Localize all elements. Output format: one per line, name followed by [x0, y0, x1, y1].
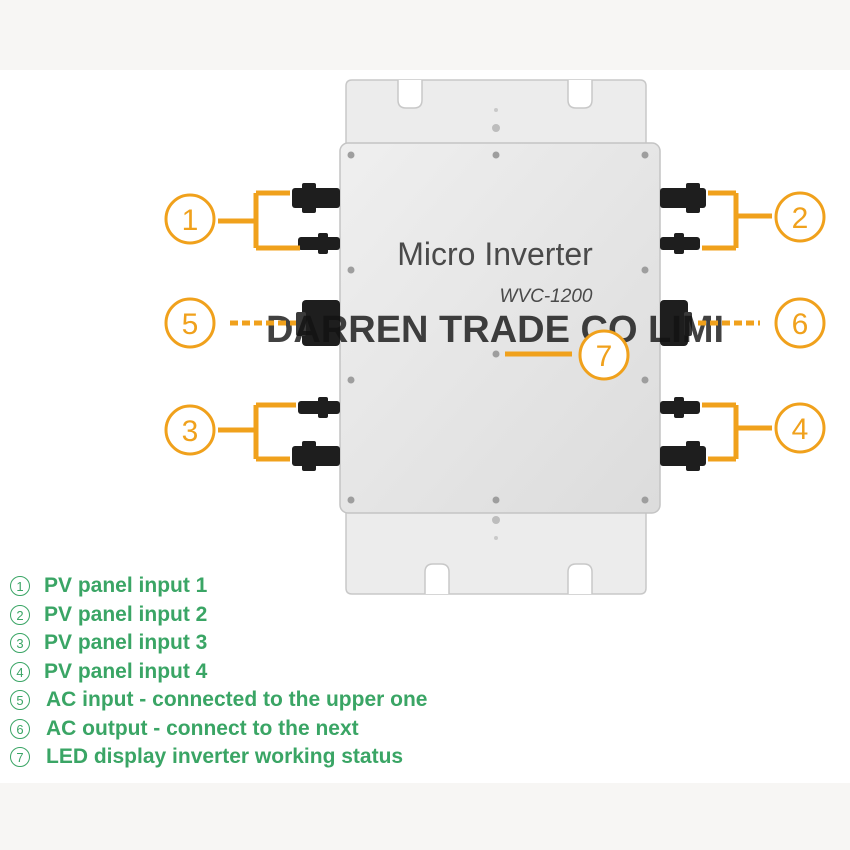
legend-item: 3 PV panel input 3: [10, 629, 428, 658]
legend-item: 6 AC output - connect to the next: [10, 715, 428, 744]
legend-item: 1 PV panel input 1: [10, 572, 428, 601]
device-model: WVC-1200: [500, 286, 593, 307]
legend-text: PV panel input 2: [44, 602, 208, 626]
ac-connector-right: [660, 300, 692, 346]
callout-3: 3: [164, 404, 216, 456]
legend-text: AC input - connected to the upper one: [46, 688, 428, 711]
legend: 1 PV panel input 1 2 PV panel input 2 3 …: [10, 572, 428, 772]
device-title: Micro Inverter: [397, 236, 593, 272]
connectors-right: [660, 183, 706, 471]
inverter-body: [339, 142, 661, 514]
svg-text:6: 6: [792, 308, 809, 341]
dc-connector-left-1: [292, 183, 340, 213]
svg-text:3: 3: [182, 415, 199, 448]
dc-connector-right-4: [660, 441, 706, 471]
dc-connector-left-3: [298, 397, 340, 418]
legend-number: 2: [10, 604, 30, 625]
legend-text: AC output - connect to the next: [46, 716, 359, 740]
legend-number: 3: [10, 633, 30, 654]
ac-connector-left: [296, 300, 340, 346]
callout-1: 1: [164, 193, 216, 245]
svg-text:5: 5: [182, 308, 199, 341]
watermark: DARREN TRADE CO LIMI: [266, 309, 724, 351]
legend-number: 6: [10, 718, 30, 739]
connectors-left: [292, 183, 340, 471]
callout-4: 4: [774, 402, 826, 454]
callout-markers: 1 2 3 4 5 6 7: [164, 191, 826, 456]
legend-number: 1: [10, 576, 30, 597]
dc-connector-left-4: [292, 441, 340, 471]
legend-number: 7: [10, 747, 30, 768]
legend-item: 4 PV panel input 4: [10, 658, 428, 687]
svg-text:1: 1: [182, 204, 199, 237]
legend-text: LED display inverter working status: [46, 745, 404, 768]
status-led: [492, 350, 500, 358]
svg-text:2: 2: [792, 202, 809, 235]
callout-6: 6: [774, 297, 826, 349]
legend-text: PV panel input 1: [44, 574, 208, 597]
top-band: [0, 0, 850, 70]
bottom-band: [0, 783, 850, 850]
dc-connector-left-2: [298, 233, 340, 254]
dc-connector-right-3: [660, 397, 700, 418]
svg-text:4: 4: [792, 413, 809, 446]
callout-2: 2: [774, 191, 826, 243]
legend-item: 7 LED display inverter working status: [10, 743, 428, 772]
legend-text: PV panel input 4: [44, 659, 208, 683]
callout-5: 5: [164, 297, 216, 349]
dc-connector-right-1: [660, 183, 706, 213]
legend-number: 4: [10, 661, 30, 682]
callout-7: 7: [578, 329, 630, 381]
legend-text: PV panel input 3: [44, 631, 208, 654]
callout-lines: [218, 190, 772, 462]
dc-connector-right-2: [660, 233, 700, 254]
svg-text:7: 7: [596, 340, 613, 373]
legend-number: 5: [10, 690, 30, 711]
legend-item: 2 PV panel input 2: [10, 601, 428, 630]
legend-item: 5 AC input - connected to the upper one: [10, 686, 428, 715]
